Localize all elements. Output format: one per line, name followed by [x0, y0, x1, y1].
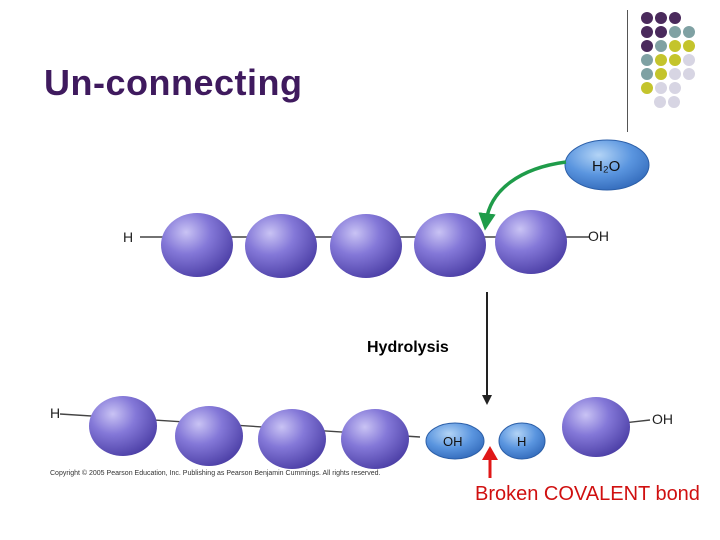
monomer [89, 396, 157, 456]
red-arrow-icon [482, 446, 498, 460]
monomer [562, 397, 630, 457]
decorative-dot [655, 68, 667, 80]
monomer [175, 406, 243, 466]
h-group-shape [498, 422, 546, 460]
monomer [330, 214, 402, 278]
divider-line [627, 10, 628, 132]
monomer [495, 210, 567, 274]
bottom-oh-label: OH [652, 411, 673, 427]
copyright-text: Copyright © 2005 Pearson Education, Inc.… [50, 470, 381, 477]
water-molecule-shape [564, 139, 650, 191]
decorative-dot [683, 54, 695, 66]
decorative-dot [655, 12, 667, 24]
h-group-label: H [517, 434, 526, 449]
decorative-dot [669, 12, 681, 24]
water-molecule: H₂O [564, 139, 650, 191]
decorative-dot [641, 54, 653, 66]
decorative-dot [641, 82, 653, 94]
decorative-dot [655, 54, 667, 66]
decorative-dot [668, 96, 680, 108]
decorative-dot [683, 68, 695, 80]
process-label: Hydrolysis [367, 339, 449, 356]
oh-group-shape [425, 422, 485, 460]
oh-group-label: OH [443, 434, 463, 449]
water-label: H₂O [592, 158, 620, 175]
monomer [414, 213, 486, 277]
decorative-dot [669, 68, 681, 80]
decorative-dot [669, 82, 681, 94]
decorative-dot [683, 40, 695, 52]
annotation-line: Broken COVALENT bond [475, 483, 700, 505]
decorative-dot [669, 40, 681, 52]
decorative-dot [654, 96, 666, 108]
annotation-text: Broken COVALENT bond [475, 481, 700, 507]
bottom-polymer-chain: H OH OH H [50, 396, 673, 469]
decorative-dot [655, 26, 667, 38]
decorative-dot [655, 40, 667, 52]
monomer [245, 214, 317, 278]
bottom-h-label: H [50, 405, 60, 421]
decorative-dot [669, 26, 681, 38]
slide-title: Un-connecting [44, 62, 303, 103]
decorative-dot [669, 54, 681, 66]
top-oh-label: OH [588, 228, 609, 244]
decorative-dot [683, 26, 695, 38]
top-h-label: H [123, 229, 133, 245]
monomer [161, 213, 233, 277]
decorative-dot [641, 26, 653, 38]
top-polymer-chain: H OH [123, 210, 609, 278]
decorative-dot [641, 12, 653, 24]
decorative-dot [641, 40, 653, 52]
decorative-dot [641, 68, 653, 80]
green-arrow-icon [478, 160, 567, 231]
monomer [258, 409, 326, 469]
decorative-dot [655, 82, 667, 94]
monomer [341, 409, 409, 469]
